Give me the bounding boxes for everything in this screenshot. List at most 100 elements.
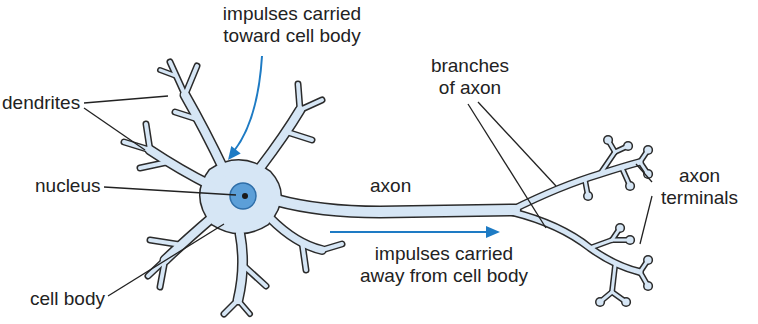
neuron-fill-part bbox=[612, 266, 615, 292]
neuron-fill-part bbox=[623, 299, 630, 306]
nucleus-circle bbox=[230, 183, 256, 209]
neuron-outline-part bbox=[238, 300, 250, 314]
neuron-fill-part bbox=[276, 200, 515, 212]
neuron-fill-part bbox=[590, 240, 612, 248]
neuron-fill-part bbox=[600, 292, 612, 302]
nucleolus-dot bbox=[242, 193, 248, 199]
neuron-fill-part bbox=[612, 292, 626, 302]
neuron-outline-part bbox=[150, 150, 212, 186]
neuron-outline-part bbox=[300, 100, 322, 110]
part-label: branches of axon bbox=[425, 55, 515, 99]
neuron-fill bbox=[124, 62, 648, 314]
neuron-outline-part bbox=[185, 66, 197, 95]
neuron-fill-part bbox=[270, 218, 322, 250]
leader-lines bbox=[84, 96, 652, 296]
neuron-fill-part bbox=[224, 300, 238, 314]
neuron-outline-part bbox=[640, 150, 648, 162]
neuron-fill-part bbox=[165, 216, 214, 260]
neuron-fill-part bbox=[605, 137, 612, 144]
neuron-outline-part bbox=[615, 146, 628, 152]
neuron-outline-part bbox=[640, 272, 648, 286]
leader-line bbox=[468, 104, 546, 228]
impulse-arrow bbox=[234, 56, 262, 151]
neuron-fill-part bbox=[627, 237, 634, 244]
neuron-fill-part bbox=[260, 110, 300, 168]
part-label: axon terminals bbox=[652, 165, 747, 209]
arrowhead bbox=[486, 226, 500, 238]
neuron-outline-part bbox=[287, 132, 312, 140]
neuron-fill-part bbox=[302, 242, 306, 270]
neuron-fill-part bbox=[300, 100, 322, 110]
neuron-outline-part bbox=[585, 180, 588, 196]
leader-line bbox=[104, 187, 236, 195]
neuron-fill-part bbox=[140, 162, 168, 168]
neuron-fill-part bbox=[645, 257, 652, 264]
part-label: dendrites bbox=[2, 92, 80, 114]
neuron-fill-part bbox=[512, 212, 640, 272]
neuron-fill-part bbox=[622, 168, 630, 186]
neuron-fill-part bbox=[322, 244, 342, 250]
neuron-outline-part bbox=[165, 216, 214, 260]
arrow-label: impulses carried toward cell body bbox=[212, 3, 372, 47]
neuron-outline-part bbox=[625, 181, 635, 191]
neuron-fill-part bbox=[160, 260, 165, 287]
neuron-fill-part bbox=[645, 147, 652, 154]
neuron-outline-part bbox=[224, 300, 238, 314]
neuron-outline-part bbox=[276, 200, 515, 212]
neuron-outline-part bbox=[612, 292, 626, 302]
neuron-fill-part bbox=[627, 183, 634, 190]
leader-line bbox=[478, 102, 556, 186]
neuron-outline-part bbox=[238, 234, 243, 300]
neuron-outline-part bbox=[622, 168, 630, 186]
neuron-fill-part bbox=[185, 95, 225, 172]
neuron-fill-part bbox=[640, 150, 648, 162]
neuron-fill-part bbox=[625, 143, 632, 150]
neuron-fill-part bbox=[150, 150, 212, 186]
neuron-fill-part bbox=[585, 193, 592, 200]
neuron-outline-part bbox=[244, 266, 266, 286]
part-label: axon bbox=[370, 175, 411, 197]
neuron-fill-part bbox=[512, 162, 640, 210]
neuron-fill-part bbox=[612, 228, 620, 240]
neuron-outline-part bbox=[140, 162, 168, 168]
neuron-outline-part bbox=[612, 266, 615, 292]
neuron-fill-part bbox=[170, 62, 185, 95]
neuron-fill-part bbox=[597, 299, 604, 306]
neuron-fill-part bbox=[124, 142, 150, 150]
neuron-outline-part bbox=[322, 244, 342, 250]
neuron-fill-part bbox=[244, 266, 266, 286]
neuron-outline-part bbox=[270, 218, 322, 250]
neuron-fill-part bbox=[615, 146, 628, 152]
neuron-fill-part bbox=[617, 225, 624, 232]
neuron-fill-part bbox=[287, 132, 312, 140]
neuron-outline-part bbox=[260, 110, 300, 168]
neuron-fill-part bbox=[585, 180, 588, 196]
leader-line bbox=[108, 224, 224, 296]
neuron-fill-part bbox=[298, 84, 300, 110]
neuron-fill-part bbox=[645, 283, 652, 290]
leader-line bbox=[84, 108, 145, 150]
neuron-outline-part bbox=[185, 95, 225, 172]
neuron-outline-part bbox=[590, 240, 612, 248]
neuron-fill-part bbox=[238, 234, 243, 300]
neuron-outline-part bbox=[512, 212, 640, 272]
neuron-fill-part bbox=[146, 124, 150, 150]
neuron-outline-part bbox=[512, 162, 640, 210]
leader-line bbox=[636, 164, 652, 182]
neuron-outline-part bbox=[583, 191, 593, 201]
neuron-fill-part bbox=[608, 140, 615, 152]
part-label: cell body bbox=[30, 288, 105, 310]
neuron-outline-part bbox=[623, 141, 633, 151]
part-label: nucleus bbox=[35, 175, 101, 197]
neuron-fill-part bbox=[238, 300, 250, 314]
neuron-fill-part bbox=[640, 260, 648, 272]
neuron-fill-part bbox=[160, 70, 176, 76]
neuron-outline-part bbox=[150, 240, 182, 245]
arrowhead bbox=[228, 146, 241, 160]
leader-line bbox=[640, 196, 652, 244]
neuron-outline-part bbox=[608, 140, 615, 152]
neuron-outline-part bbox=[146, 124, 150, 150]
neuron-fill-part bbox=[612, 239, 630, 242]
neuron-outline-part bbox=[640, 260, 648, 272]
leader-line bbox=[84, 96, 168, 103]
